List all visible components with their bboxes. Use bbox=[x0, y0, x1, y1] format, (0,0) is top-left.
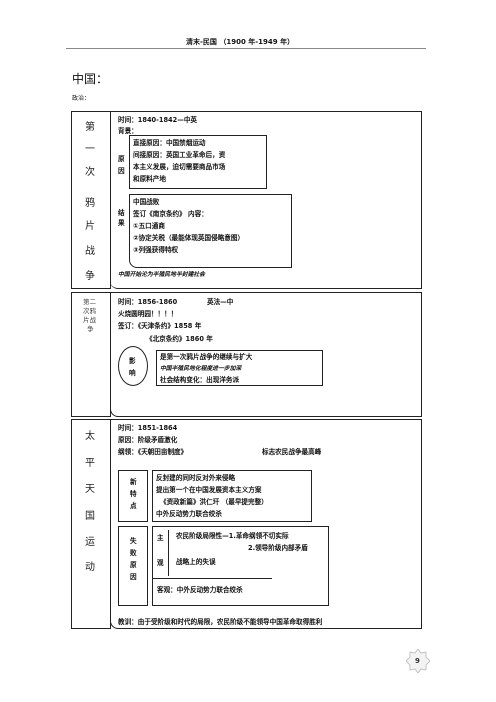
label-char: 太 bbox=[85, 431, 95, 442]
section-divider-1 bbox=[110, 111, 111, 289]
impact-label-2: 响 bbox=[129, 369, 136, 377]
impact-line: 社会结构变化：出现洋务派 bbox=[160, 376, 240, 384]
result-label-2: 果 bbox=[118, 219, 125, 227]
label-char: 一 bbox=[85, 144, 95, 155]
failure-label: 败 bbox=[130, 549, 137, 557]
failure-label: 失 bbox=[130, 537, 137, 545]
peak-line: 标志农民战争最高峰 bbox=[262, 448, 322, 456]
cause-line: 直接原因：中国禁烟运动 bbox=[133, 139, 206, 147]
lesson-line: 教训：由于受阶级和时代的局限，农民阶级不能领导中国革命取得胜利 bbox=[118, 618, 323, 626]
feature-line: 提出第一个在中国发展资本主义方案 bbox=[156, 486, 262, 494]
main-reason-line: 农民阶级局限性—1.革命纲领不切实际 bbox=[176, 532, 289, 540]
result-line: ③列强获得特权 bbox=[133, 246, 179, 254]
label-char: 运 bbox=[85, 537, 95, 548]
result-box bbox=[129, 194, 292, 268]
result-line: 中国战败 bbox=[133, 198, 160, 206]
impact-ellipse bbox=[118, 346, 148, 386]
time-line: 时间：1856-1860 bbox=[118, 298, 178, 306]
main-divider bbox=[168, 530, 169, 576]
label-char: 第 bbox=[85, 122, 95, 133]
label-char: 第二 bbox=[83, 298, 96, 306]
feature-line: 《资政新篇》洪仁玕 （最早提完整） bbox=[160, 498, 268, 506]
failure-label: 原 bbox=[130, 561, 137, 569]
section-content-box-1 bbox=[110, 111, 422, 289]
treaty-line: 签订：《天津条约》1858 年 bbox=[118, 322, 202, 330]
page-title: 中国： bbox=[72, 72, 109, 86]
label-char: 平 bbox=[85, 458, 95, 469]
main-reason-line: 战略上的失误 bbox=[176, 558, 216, 566]
label-char: 次鸦 bbox=[83, 307, 96, 315]
feature-line: 中外反动势力联合绞杀 bbox=[156, 510, 222, 518]
feature-label-box bbox=[118, 470, 148, 522]
objective-line: 客观：中外反动势力联合绞杀 bbox=[157, 586, 243, 594]
program-line: 纲领：《天朝田亩制度》 bbox=[118, 448, 188, 456]
parties-line: 英法—中 bbox=[207, 298, 234, 306]
impact-line: 中国半殖民地化程度进一步加深 bbox=[160, 366, 242, 372]
result-line: 签订《南京条约》 内容： bbox=[133, 210, 208, 218]
failure-label: 因 bbox=[130, 573, 137, 581]
section-content-box-2 bbox=[110, 292, 422, 417]
impact-line: 是第一次鸦片战争的继续与扩大 bbox=[160, 353, 253, 361]
cause-label-2: 因 bbox=[118, 167, 125, 175]
label-char: 天 bbox=[85, 484, 95, 495]
cause-line: 间接原因：英国工业革命后，资 bbox=[133, 151, 226, 159]
label-char: 片 bbox=[85, 221, 95, 232]
label-char: 国 bbox=[85, 511, 95, 522]
feature-label: 新 bbox=[130, 478, 137, 486]
section-subtitle: 政治： bbox=[72, 95, 91, 102]
page-number: 9 bbox=[415, 657, 420, 665]
cause-line: 原因：阶级矛盾激化 bbox=[118, 436, 178, 444]
page-header: 清末-民国 （1900 年-1949 年） bbox=[186, 38, 295, 46]
main-rule bbox=[152, 578, 272, 579]
cause-line: 本主义发展，迫切需要商品市场 bbox=[133, 163, 226, 171]
main-label: 主 bbox=[157, 534, 164, 542]
time-line: 时间：1851-1864 bbox=[118, 424, 178, 432]
failure-box bbox=[152, 526, 329, 606]
cause-label-1: 原 bbox=[118, 155, 125, 163]
main-reason-line: 2.领导阶级内部矛盾 bbox=[248, 544, 308, 552]
feature-label: 点 bbox=[130, 502, 137, 510]
conclusion-line: 中国开始沦为半殖民地半封建社会 bbox=[118, 272, 205, 278]
result-line: ②协定关税（最能体现英国侵略意图） bbox=[133, 234, 245, 242]
label-char: 鸦 bbox=[85, 198, 95, 209]
section-label-box-3 bbox=[71, 419, 111, 629]
main-label: 观 bbox=[157, 559, 164, 567]
cause-box bbox=[129, 135, 267, 189]
feature-line: 反封建的同时反对外来侵略 bbox=[156, 474, 236, 482]
feature-label: 特 bbox=[130, 490, 137, 498]
treaty-line: 《北京条约》1860 年 bbox=[146, 335, 213, 343]
time-line: 时间：1840-1842—中英 bbox=[118, 116, 198, 124]
section-content-box-3 bbox=[110, 419, 422, 629]
label-char: 片战 bbox=[83, 316, 96, 324]
result-label-1: 结 bbox=[118, 209, 125, 217]
header-rule bbox=[66, 48, 426, 49]
page-number-badge: 9 bbox=[405, 648, 431, 674]
feature-box bbox=[152, 470, 312, 522]
background-label: 背景： bbox=[118, 127, 138, 135]
label-char: 动 bbox=[85, 562, 95, 573]
cause-line: 和原料产地 bbox=[133, 175, 166, 183]
label-char: 战 bbox=[85, 246, 95, 257]
result-line: ①五口通商 bbox=[133, 222, 165, 230]
impact-label-1: 影 bbox=[129, 357, 136, 365]
failure-label-box bbox=[118, 526, 148, 606]
impact-box bbox=[156, 350, 323, 386]
label-char: 争 bbox=[85, 271, 95, 282]
label-char: 次 bbox=[85, 167, 95, 178]
event-line: 火烧圆明园！！！！ bbox=[118, 310, 178, 318]
label-char: 争 bbox=[87, 325, 94, 333]
